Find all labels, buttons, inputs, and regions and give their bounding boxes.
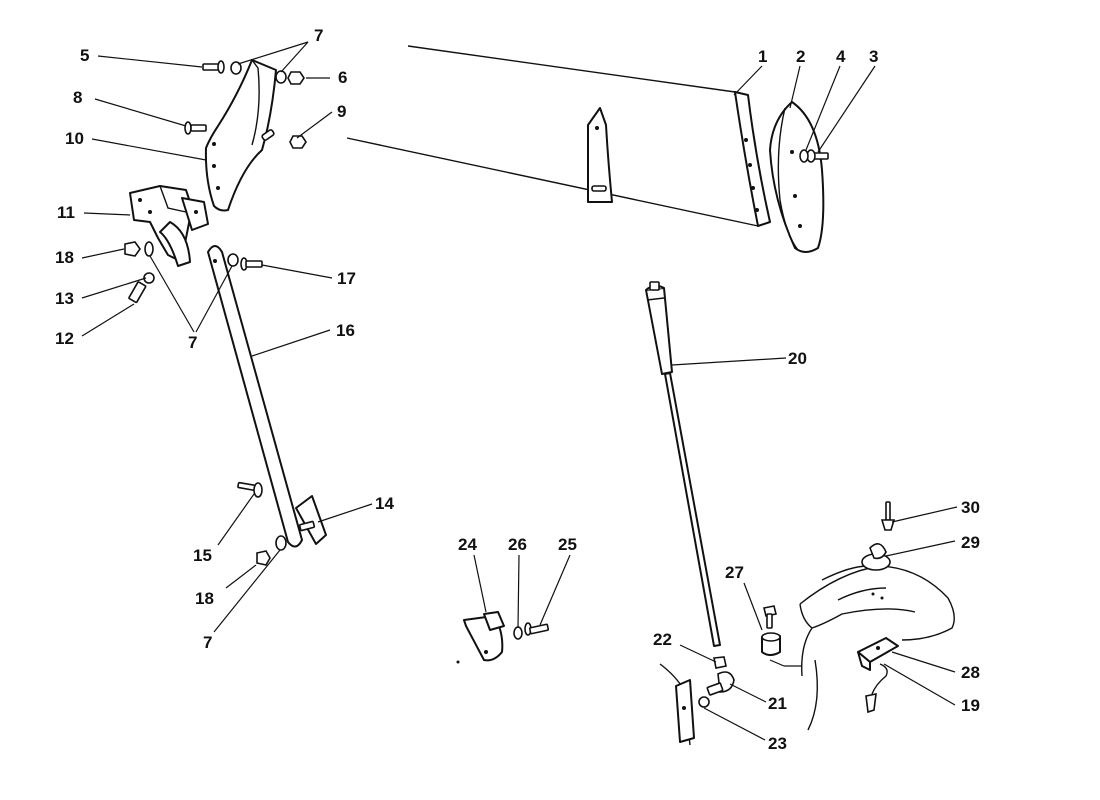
pin-15 <box>237 481 263 498</box>
body-panel <box>769 565 955 731</box>
hook-19 <box>865 663 888 714</box>
label-15: 15 <box>193 546 212 565</box>
label-7-mid: 7 <box>188 333 197 352</box>
bolt-5 <box>202 60 225 74</box>
label-30: 30 <box>961 498 980 517</box>
washer-7e <box>275 535 287 551</box>
label-8: 8 <box>73 88 82 107</box>
hinge-assembly <box>129 185 209 267</box>
label-18-top: 18 <box>55 248 74 267</box>
label-7-bottom: 7 <box>203 633 212 652</box>
washer-26 <box>513 626 523 640</box>
label-18-bottom: 18 <box>195 589 214 608</box>
label-13: 13 <box>55 289 74 308</box>
label-23: 23 <box>768 734 787 753</box>
bolt-12 <box>128 281 147 304</box>
screw-3 <box>806 149 829 163</box>
lower-bracket <box>295 495 327 545</box>
dot <box>456 660 460 664</box>
washer-7a <box>230 61 242 75</box>
latch-24 <box>463 611 505 662</box>
label-26: 26 <box>508 535 527 554</box>
label-1: 1 <box>758 47 767 66</box>
bracket-28 <box>857 637 899 671</box>
nut-6 <box>287 71 305 85</box>
label-10: 10 <box>65 129 84 148</box>
nut-9 <box>289 135 307 149</box>
label-12: 12 <box>55 329 74 348</box>
screw-25 <box>524 622 550 636</box>
label-17: 17 <box>337 269 356 288</box>
label-28: 28 <box>961 663 980 682</box>
washer-7b <box>275 70 287 84</box>
label-16: 16 <box>336 321 355 340</box>
spacer-27 <box>761 632 781 656</box>
ball-joint-21 <box>706 671 735 696</box>
label-20: 20 <box>788 349 807 368</box>
label-7-top: 7 <box>314 26 323 45</box>
bolt-17 <box>240 257 263 271</box>
washer-4 <box>799 149 809 163</box>
nut-18-top <box>124 241 141 257</box>
washer-7d <box>227 253 239 267</box>
body-mount-left <box>659 663 695 746</box>
label-22: 22 <box>653 630 672 649</box>
label-4: 4 <box>836 47 846 66</box>
label-6: 6 <box>338 68 347 87</box>
leader-lines <box>81 41 958 741</box>
label-19: 19 <box>961 696 980 715</box>
mount-29 <box>861 543 891 571</box>
nut-22 <box>713 656 727 669</box>
rivet-30 <box>880 501 896 531</box>
label-9: 9 <box>337 102 346 121</box>
callout-labels: 1 2 3 4 5 6 7 8 9 10 11 18 13 12 7 17 16… <box>55 26 980 753</box>
washer-23 <box>698 696 710 708</box>
spoiler-wing <box>346 45 771 227</box>
label-3: 3 <box>869 47 878 66</box>
label-25: 25 <box>558 535 577 554</box>
label-27: 27 <box>725 563 744 582</box>
strut-arm <box>207 245 303 548</box>
label-2: 2 <box>796 47 805 66</box>
label-14: 14 <box>375 494 394 513</box>
label-5: 5 <box>80 46 89 65</box>
label-24: 24 <box>458 535 477 554</box>
washer-7c <box>144 241 154 257</box>
nut-18-bottom <box>256 550 271 566</box>
end-plate <box>769 101 825 253</box>
bolt-8 <box>184 121 207 135</box>
label-29: 29 <box>961 533 980 552</box>
upper-bracket <box>204 59 277 212</box>
label-21: 21 <box>768 694 787 713</box>
bolt-27 <box>763 605 777 629</box>
gas-strut <box>645 281 721 647</box>
label-11: 11 <box>57 203 75 222</box>
